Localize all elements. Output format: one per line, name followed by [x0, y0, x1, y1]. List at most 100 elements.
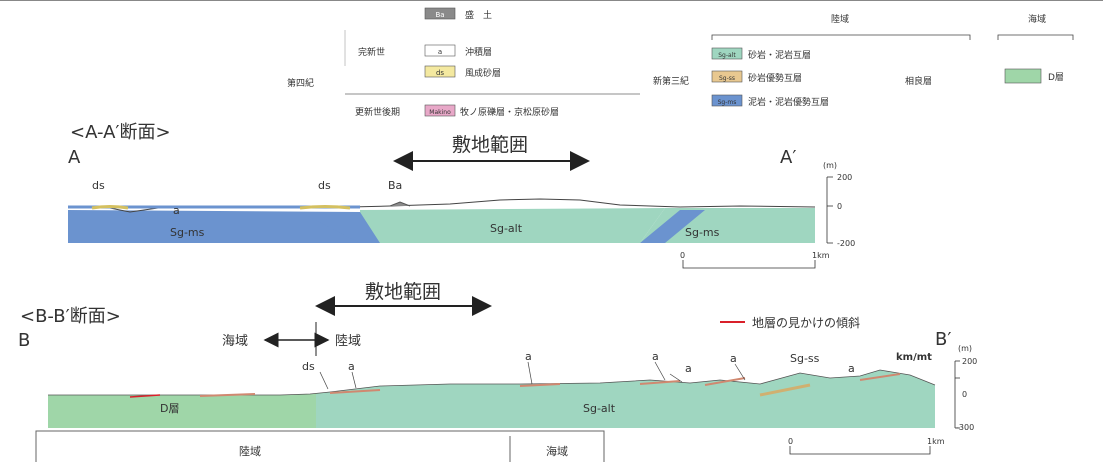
section-b-elev-unit: (m)	[958, 344, 972, 353]
legend-swatch-d	[1004, 68, 1042, 84]
legend-swatch-ba	[424, 7, 456, 20]
section-a-elev-label-neg: -200	[837, 239, 855, 248]
legend-label-d: D層	[1048, 72, 1064, 83]
section-b-scale-start: 0	[788, 437, 793, 446]
legend-neogene: 新第三紀	[653, 75, 689, 87]
section-b-land-side: 陸域	[335, 333, 361, 349]
section-b-dip-line	[129, 394, 161, 398]
section-b-label-sg-alt: Sg-alt	[583, 402, 616, 415]
section-a-label-sg-alt: Sg-alt	[490, 222, 523, 235]
section-b-label-sg-ss: Sg-ss	[790, 352, 820, 365]
section-b-elev-label-neg: -300	[956, 423, 974, 432]
section-b-leader-a5	[734, 363, 746, 381]
section-a-label-sg-ms-right: Sg-ms	[685, 226, 720, 239]
section-b-leader-a3	[654, 361, 666, 381]
section-b-label-a1: a	[348, 360, 355, 373]
section-b-left-end: B	[18, 330, 30, 351]
legend-sea-bracket	[997, 34, 1074, 40]
section-a-scale-bar	[682, 260, 816, 269]
section-b-leader-a2	[527, 361, 533, 385]
legend-code-ba: Ba	[435, 11, 444, 19]
section-a-label-ds1: ds	[92, 179, 105, 192]
section-a: <A-A′断面> A A′ 敷地範囲 ds ds Ba a Sg-ms Sg-a…	[67, 122, 855, 269]
bottom-table-frame	[35, 430, 605, 462]
legend-code-a: a	[438, 48, 442, 56]
section-b-dip-line	[704, 377, 746, 386]
section-b-dip-line	[859, 373, 901, 381]
section-a-ground-surface	[67, 198, 816, 213]
section-a-right-end: A′	[780, 147, 796, 168]
section-b-leader-a4	[669, 373, 683, 383]
section-a-ba	[389, 201, 411, 207]
section-b-label-a2: a	[525, 350, 532, 363]
legend-swatch-sg-ss	[711, 70, 743, 83]
section-a-sg-ms-right	[640, 210, 705, 243]
section-b-scale-end: 1km	[927, 437, 945, 446]
section-a-elev-label-200: 200	[837, 173, 852, 182]
legend-land-header: 陸域	[831, 13, 849, 25]
section-a-ds1	[91, 205, 129, 210]
legend-sagara: 相良層	[905, 75, 932, 87]
legend-code-sg-ss: Sg-ss	[719, 75, 735, 82]
section-a-sg-alt	[360, 208, 665, 243]
legend-label-sg-ss: 砂岩優勢互層	[748, 72, 802, 84]
section-b-label-d: D層	[160, 402, 179, 415]
section-b-right-end: B′	[935, 329, 951, 350]
section-b-elev-label-200: 200	[962, 357, 977, 366]
legend: Ba 盛 土 完新世 a 沖積層 第四紀 ds 風成砂層 更新世後期 Makin…	[287, 7, 1074, 118]
section-a-label-ba: Ba	[388, 179, 402, 192]
section-a-label-ds2: ds	[318, 179, 331, 192]
section-b-elev-label-0: 0	[962, 390, 967, 399]
section-b-scale-bar	[789, 446, 931, 455]
section-a-ds2	[299, 205, 351, 210]
legend-land-bracket	[711, 34, 971, 40]
section-a-sg-ms-left	[68, 210, 360, 243]
legend-label-sg-ms: 泥岩・泥岩優勢互層	[748, 96, 829, 108]
section-b-label-a6: a	[848, 362, 855, 375]
legend-quaternary: 第四紀	[287, 77, 314, 89]
section-b-label-a3: a	[652, 350, 659, 363]
section-a-site-range-label: 敷地範囲	[452, 134, 528, 156]
bottom-table-sea: 海域	[546, 444, 568, 458]
section-a-elev-label-0: 0	[837, 202, 842, 211]
legend-sea-header: 海域	[1028, 13, 1046, 25]
section-a-scale-end: 1km	[812, 251, 830, 260]
legend-holocene: 完新世	[358, 46, 385, 58]
legend-swatch-sg-alt	[711, 47, 743, 60]
section-b-dip-line	[199, 393, 256, 397]
legend-swatch-a	[424, 44, 456, 57]
section-b-site-range-label: 敷地範囲	[365, 281, 441, 303]
section-b-label-a4: a	[685, 362, 692, 375]
section-b-dip-line	[639, 380, 681, 385]
section-b-label-a5: a	[730, 352, 737, 365]
section-b-title: <B-B′断面>	[20, 306, 121, 327]
legend-label-ba: 盛 土	[465, 9, 492, 21]
section-b-label-makino: km/mt	[896, 352, 932, 363]
section-b-leader-a1	[351, 371, 357, 389]
legend-code-ds: ds	[436, 69, 444, 77]
legend-label-sg-alt: 砂岩・泥岩互層	[748, 49, 811, 61]
legend-code-sg-ms: Sg-ms	[718, 99, 737, 106]
section-b-dip-legend: 地層の見かけの傾斜	[752, 316, 860, 330]
legend-pleistocene: 更新世後期	[355, 106, 400, 118]
bottom-table: 陸域 海域	[35, 430, 605, 462]
legend-label-mt: 牧ノ原礫層・京松原砂層	[460, 106, 559, 118]
legend-code-mt: Makino	[429, 109, 451, 116]
legend-swatch-ds	[424, 65, 456, 78]
section-a-sg-ms-wedge	[300, 212, 380, 243]
section-a-title: <A-A′断面>	[70, 122, 171, 143]
section-b-dip-line	[759, 383, 811, 397]
legend-label-a: 沖積層	[465, 46, 492, 58]
legend-swatch-sg-ms	[711, 94, 743, 107]
section-b-leader-ds	[319, 371, 329, 390]
section-a-left-end: A	[68, 147, 81, 168]
section-b-sg-alt	[316, 370, 935, 428]
legend-code-sg-alt: Sg-alt	[718, 52, 736, 59]
section-a-scale-start: 0	[680, 251, 685, 260]
section-b-label-ds: ds	[302, 360, 315, 373]
section-a-elev-unit: (m)	[823, 161, 837, 170]
section-a-label-a: a	[173, 204, 180, 217]
section-a-label-sg-ms-left: Sg-ms	[170, 226, 205, 239]
